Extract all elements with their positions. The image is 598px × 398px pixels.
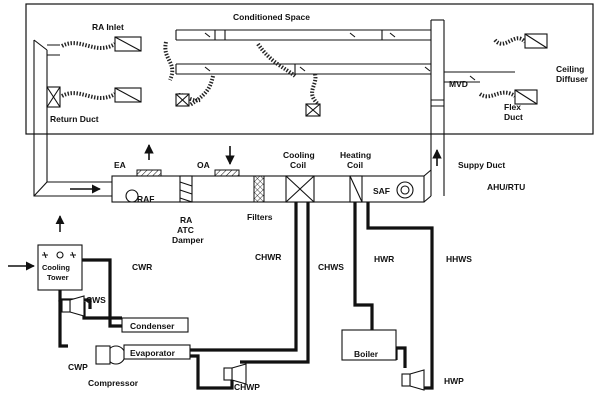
chwp-pump xyxy=(223,363,247,385)
condenser-water-piping xyxy=(58,258,122,348)
hwp-pump xyxy=(401,369,425,391)
chws-label: CHWS xyxy=(318,262,344,272)
cooling-coil-label-1: Cooling xyxy=(283,150,315,160)
cooling-tower-label-1: Cooling xyxy=(42,263,70,272)
ahu-rtu-label: AHU/RTU xyxy=(487,182,525,192)
ceiling-diffuser-label-1: Ceiling xyxy=(556,64,584,74)
ra-inlet-flex-ducts xyxy=(61,36,142,103)
supply-air-fan xyxy=(396,181,414,199)
supply-duct-network xyxy=(175,19,445,196)
ea-label: EA xyxy=(114,160,126,170)
hwr-label: HWR xyxy=(374,254,394,264)
hwp-label: HWP xyxy=(444,376,464,386)
compressor-label: Compressor xyxy=(88,378,139,388)
compressor xyxy=(95,345,126,365)
saf-label: SAF xyxy=(373,186,390,196)
mvd-damper-marks xyxy=(204,32,476,81)
supply-duct-label: Suppy Duct xyxy=(458,160,505,170)
ra-inlet-label: RA Inlet xyxy=(92,22,124,32)
cwr-label: CWR xyxy=(132,262,152,272)
exhaust-air-louver xyxy=(136,169,162,177)
boiler xyxy=(341,329,397,361)
supply-branch-duct xyxy=(444,71,515,83)
mvd-label: MVD xyxy=(449,79,468,89)
ceiling-diffuser-label-2: Diffuser xyxy=(556,74,589,84)
cwp-pump xyxy=(61,295,85,317)
filters-label: Filters xyxy=(247,212,273,222)
cooling-tower xyxy=(37,244,83,291)
supply-flex-ducts xyxy=(163,36,527,107)
chwr-label: CHWR xyxy=(255,252,281,262)
flex-duct-label-1: Flex xyxy=(504,102,521,112)
ceiling-diffusers xyxy=(175,33,548,117)
conditioned-space-label: Conditioned Space xyxy=(233,12,310,22)
evaporator-label: Evaporator xyxy=(130,348,176,358)
cooling-coil-label-2: Coil xyxy=(290,160,306,170)
cws-label: CWS xyxy=(86,295,106,305)
chwp-label: CHWP xyxy=(234,382,260,392)
condenser-label: Condenser xyxy=(130,321,175,331)
cooling-tower-label-2: Tower xyxy=(47,273,69,282)
outside-air-louver xyxy=(214,169,240,177)
ra-atc-damper-label-3: Damper xyxy=(172,235,204,245)
return-air-fan xyxy=(125,189,139,203)
heating-coil xyxy=(349,175,363,203)
ra-atc-damper xyxy=(179,175,193,203)
cwp-label: CWP xyxy=(68,362,88,372)
ahu-casing xyxy=(111,169,432,203)
flex-duct-label-2: Duct xyxy=(504,112,523,122)
evaporator xyxy=(123,344,191,360)
ra-atc-damper-label-1: RA xyxy=(180,215,192,225)
heating-coil-label-2: Coil xyxy=(347,160,363,170)
oa-label: OA xyxy=(197,160,210,170)
condenser xyxy=(121,317,189,333)
filters xyxy=(253,175,265,203)
heating-coil-label-1: Heating xyxy=(340,150,371,160)
chilled-water-piping xyxy=(190,202,310,390)
conditioned-space-room xyxy=(25,3,594,135)
cooling-coil xyxy=(285,175,315,203)
return-duct-label: Return Duct xyxy=(50,114,99,124)
raf-label: RAF xyxy=(137,194,154,204)
boiler-label: Boiler xyxy=(354,349,379,359)
return-duct xyxy=(33,39,112,197)
ra-atc-damper-label-2: ATC xyxy=(177,225,194,235)
hhws-label: HHWS xyxy=(446,254,472,264)
